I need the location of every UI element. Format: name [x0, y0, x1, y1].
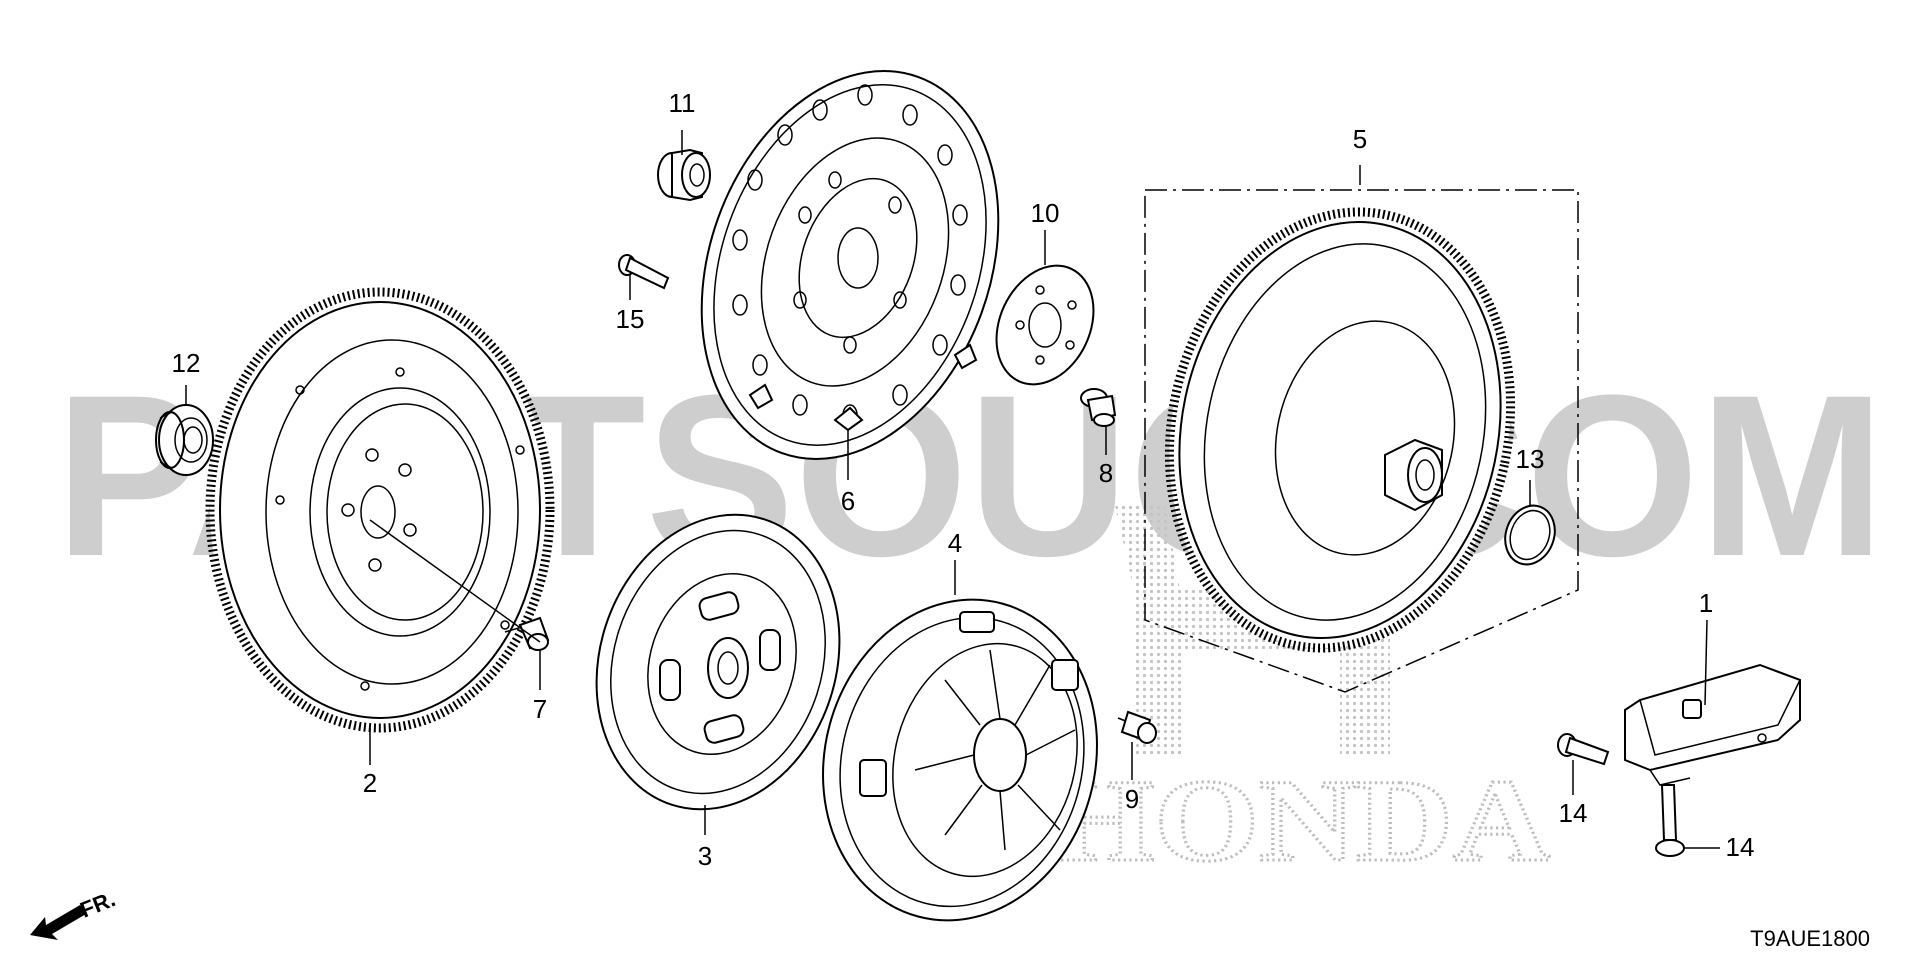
callout-10[interactable]: 10	[1031, 198, 1060, 228]
part-5-torque-converter	[1144, 189, 1579, 693]
part-3-clutch-disc	[595, 513, 841, 811]
callout-5[interactable]: 5	[1353, 124, 1367, 154]
callout-2[interactable]: 2	[363, 768, 377, 798]
part-14a-bolt	[1557, 733, 1610, 766]
callout-13[interactable]: 13	[1516, 444, 1545, 474]
part-2-flywheel	[205, 287, 555, 733]
callout-11[interactable]: 11	[669, 88, 696, 118]
callout-3[interactable]: 3	[698, 841, 712, 871]
part-14b-bolt	[1655, 784, 1685, 857]
callout-4[interactable]: 4	[948, 528, 962, 558]
part-6-drive-plate	[700, 70, 1000, 460]
leader-lines	[185, 130, 1720, 849]
callout-15[interactable]: 15	[616, 304, 645, 334]
callout-12[interactable]: 12	[172, 348, 201, 378]
part-4-pressure-plate	[822, 598, 1098, 922]
part-10-plate	[995, 264, 1095, 386]
callout-14a[interactable]: 14	[1559, 798, 1588, 828]
honda-logo-text: HONDA	[1050, 755, 1550, 886]
callout-6[interactable]: 6	[841, 486, 855, 516]
callout-14b[interactable]: 14	[1726, 832, 1755, 862]
part-9-bolt	[1117, 710, 1157, 744]
callout-1[interactable]: 1	[1699, 588, 1713, 618]
callout-8[interactable]: 8	[1099, 458, 1113, 488]
part-13-o-ring	[1504, 504, 1556, 566]
front-arrow-icon	[30, 905, 86, 940]
callouts: 1 2 3 4 5 6 7 8 9 10 11 12 13 14 14 15	[172, 88, 1755, 871]
part-1-bracket	[1624, 663, 1801, 786]
part-12-bearing	[155, 404, 214, 476]
front-direction-indicator: FR.	[30, 886, 119, 940]
callout-7[interactable]: 7	[533, 694, 547, 724]
part-8-bolt	[1080, 388, 1117, 427]
diagram-code: T9AUE1800	[1750, 926, 1870, 951]
part-11-seal	[657, 148, 711, 202]
part-15-bolt	[618, 254, 670, 290]
callout-9[interactable]: 9	[1125, 784, 1139, 814]
front-label: FR.	[77, 886, 119, 922]
